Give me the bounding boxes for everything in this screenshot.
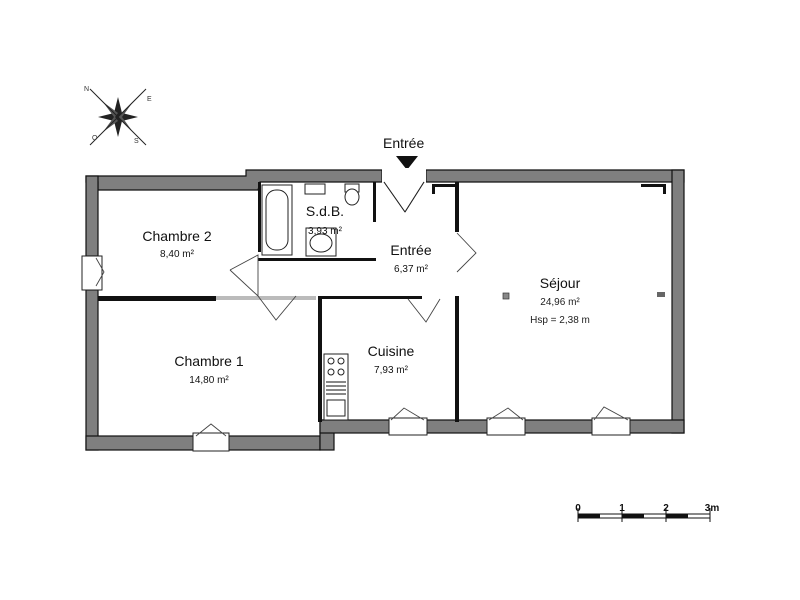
entrance-label: Entrée — [383, 135, 424, 151]
compass-rose: N E S O — [84, 86, 152, 146]
scale-tick-3: 3m — [705, 503, 720, 514]
room-area-chambre-1: 14,80 m² — [189, 375, 229, 386]
interior-walls — [98, 182, 666, 422]
scale-tick-2: 2 — [663, 503, 669, 514]
doors — [81, 168, 631, 452]
kitchen-fixtures — [323, 353, 349, 421]
bathroom-fixtures — [261, 183, 360, 257]
room-name-cuisine: Cuisine — [368, 343, 415, 359]
room-name-chambre-1: Chambre 1 — [174, 353, 243, 369]
room-labels: Chambre 2 8,40 m² S.d.B. 3,93 m² Entrée … — [142, 203, 590, 386]
room-area-sejour: 24,96 m² — [540, 297, 580, 308]
room-area-entree: 6,37 m² — [394, 264, 429, 275]
exterior-walls — [85, 169, 685, 451]
room-name-sdb: S.d.B. — [306, 203, 344, 219]
scale-tick-1: 1 — [619, 503, 625, 514]
room-name-chambre-2: Chambre 2 — [142, 228, 211, 244]
compass-east-label: E — [147, 96, 152, 103]
room-height-sejour: Hsp = 2,38 m — [530, 315, 590, 326]
compass-south-label: S — [134, 138, 139, 145]
compass-west-label: O — [92, 135, 98, 142]
room-name-sejour: Séjour — [540, 275, 581, 291]
room-area-sdb: 3,93 m² — [308, 226, 343, 237]
scale-tick-0: 0 — [575, 503, 581, 514]
room-name-entree: Entrée — [390, 242, 431, 258]
room-area-chambre-2: 8,40 m² — [160, 249, 195, 260]
scale-bar: 0 1 2 3m — [575, 503, 719, 522]
compass-north-label: N — [84, 86, 89, 93]
room-area-cuisine: 7,93 m² — [374, 365, 409, 376]
entrance-arrow-icon — [396, 156, 418, 170]
